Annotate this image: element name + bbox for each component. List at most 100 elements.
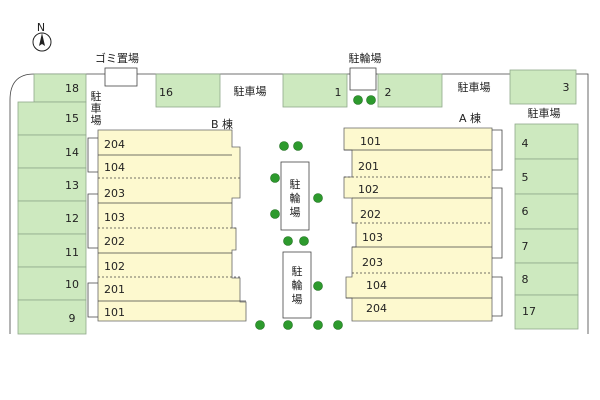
parking-slot-label: 14	[65, 146, 79, 159]
bike-parking-top-label: 駐輪場	[349, 51, 382, 65]
bike-parking-shed	[280, 161, 310, 231]
parking-right-column: 4 5 6 7 8 17	[514, 123, 579, 330]
bike-parking-mid-2-char: 場	[292, 293, 303, 306]
parking-slot-label: 11	[65, 246, 79, 259]
parking-slot-label: 12	[65, 212, 79, 225]
room-number: 202	[104, 235, 125, 248]
room-number: 203	[362, 256, 383, 269]
bike-parking-mid-2-char: 輪	[292, 278, 303, 292]
parking-slot-label: 7	[522, 240, 529, 253]
room-number: 203	[104, 187, 125, 200]
tree-icon	[283, 236, 293, 246]
bike-parking-shed	[282, 251, 312, 319]
parking-slot	[17, 167, 87, 202]
building-b: B 棟 204 104 203 103 202 102 201 101	[87, 117, 247, 322]
parking-slot	[514, 294, 579, 330]
room-number: 101	[104, 306, 125, 319]
parking-left-label-2: 車	[91, 101, 102, 115]
parking-slot-label: 5	[522, 171, 529, 184]
parking-slot	[514, 123, 579, 160]
parking-slot-label: 13	[65, 179, 79, 192]
room-number: 201	[358, 160, 379, 173]
tree-icon	[299, 236, 309, 246]
bike-parking-mid-2: 駐 輪 場	[282, 251, 312, 319]
building-b-balcony	[87, 282, 98, 318]
parking-slot-label: 3	[563, 81, 570, 94]
parking-top-right-label: 駐車場	[458, 80, 491, 94]
bike-parking-mid-1: 駐 輪 場	[280, 161, 310, 231]
parking-slot	[17, 233, 87, 268]
parking-top-row: 16 1 2 3	[155, 69, 577, 108]
parking-slot	[17, 299, 87, 335]
tree-icon	[333, 320, 343, 330]
room-number: 104	[366, 279, 387, 292]
building-a-balcony	[492, 187, 503, 259]
parking-slot-label: 2	[385, 86, 392, 99]
bike-parking-mid-2-char: 駐	[292, 264, 303, 278]
bike-parking-mid-1-char: 輪	[290, 191, 301, 205]
parking-slot-label: 8	[522, 273, 529, 286]
compass-north-label: N	[37, 21, 45, 34]
parking-slot-label: 16	[159, 86, 173, 99]
parking-top-mid-label: 駐車場	[234, 84, 267, 98]
building-a-label: A 棟	[459, 111, 481, 125]
building-a: A 棟 101 201 102 202 103 203 104 204	[343, 111, 503, 322]
garbage-station	[104, 67, 138, 87]
parking-slot-label: 9	[69, 312, 76, 325]
parking-left-column: 18 15 14 13 12 11 10 9	[17, 73, 87, 335]
building-b-balcony	[87, 137, 98, 173]
tree-icon	[313, 320, 323, 330]
room-number: 201	[104, 283, 125, 296]
bike-parking-top	[349, 67, 377, 91]
tree-icon	[353, 95, 363, 105]
room-number: 103	[362, 231, 383, 244]
bike-parking-mid-1-char: 駐	[290, 177, 301, 191]
parking-slot	[17, 266, 87, 301]
parking-slot-label: 4	[522, 137, 529, 150]
room-number: 202	[360, 208, 381, 221]
tree-icon	[313, 281, 323, 291]
garbage-station-label: ゴミ置場	[95, 51, 139, 65]
room-number: 101	[360, 135, 381, 148]
room-number: 103	[104, 211, 125, 224]
building-a-outline	[343, 127, 493, 322]
parking-slot	[33, 73, 87, 103]
trees	[255, 95, 376, 330]
room-number: 102	[358, 183, 379, 196]
parking-slot-label: 18	[65, 82, 79, 95]
north-arrow-icon	[39, 33, 45, 46]
parking-slot	[17, 134, 87, 169]
parking-slot-label: 17	[522, 305, 536, 318]
tree-icon	[255, 320, 265, 330]
room-number: 104	[104, 161, 125, 174]
bike-parking-mid-1-char: 場	[290, 206, 301, 219]
tree-icon	[293, 141, 303, 151]
tree-icon	[283, 320, 293, 330]
parking-slot	[155, 73, 221, 108]
room-number: 102	[104, 260, 125, 273]
tree-icon	[366, 95, 376, 105]
parking-left-label-3: 場	[91, 114, 102, 127]
parking-slot	[377, 73, 443, 108]
tree-icon	[270, 209, 280, 219]
parking-slot	[514, 158, 579, 195]
parking-slot	[17, 200, 87, 235]
tree-icon	[313, 193, 323, 203]
compass: N	[32, 21, 52, 52]
parking-slot	[282, 73, 348, 108]
parking-slot-label: 1	[335, 86, 342, 99]
building-a-balcony	[492, 276, 503, 317]
parking-slot	[509, 69, 577, 105]
building-a-balcony	[492, 129, 503, 171]
tree-icon	[270, 173, 280, 183]
building-b-label: B 棟	[211, 117, 233, 131]
parking-right-label: 駐車場	[528, 106, 561, 120]
parking-slot-label: 15	[65, 112, 79, 125]
room-number: 204	[366, 302, 387, 315]
building-b-balcony	[87, 193, 98, 249]
room-number: 204	[104, 138, 125, 151]
parking-slot-label: 6	[522, 205, 529, 218]
tree-icon	[279, 141, 289, 151]
parking-left-label-1: 駐	[91, 89, 102, 103]
